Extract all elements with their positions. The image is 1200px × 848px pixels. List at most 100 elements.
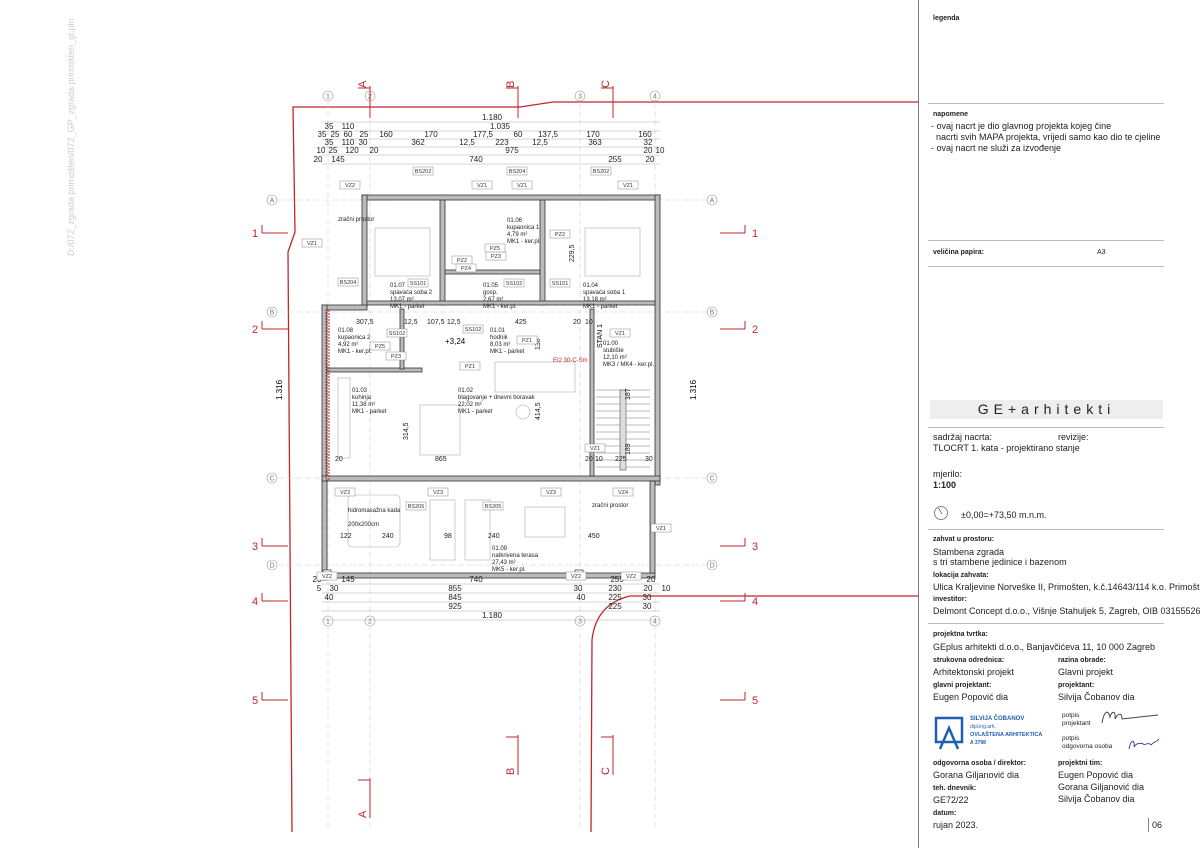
bed — [374, 227, 431, 277]
sun-lounger — [429, 499, 456, 561]
tag-text: VZ1 — [623, 183, 633, 189]
dimension-text: 138 — [535, 338, 542, 350]
grid-bubble — [322, 615, 334, 627]
dimension-text: 229,5 — [569, 244, 576, 262]
room-name: spavaća soba 1 — [583, 290, 626, 296]
dimension-text: 177,5 — [473, 130, 494, 139]
grid-column-label: 4 — [653, 619, 657, 626]
dimension-text: 60 — [344, 130, 353, 139]
wall — [589, 308, 595, 477]
stamp-number: A 3798 — [970, 740, 986, 746]
tag-text: VZ2 — [322, 574, 332, 580]
element-tag: VZ2 — [316, 571, 338, 581]
sign-label: potpis — [1062, 712, 1080, 719]
tag-text: BS202 — [415, 169, 432, 175]
grid-bubble — [266, 559, 278, 571]
tag-box — [506, 166, 528, 176]
room-number: 01.06 — [507, 218, 523, 224]
room-floor: MK1 - parket — [458, 409, 493, 415]
wall — [321, 304, 368, 311]
section-row-label: 5 — [752, 695, 758, 707]
room-floor: MK5 - ker.pl. — [492, 567, 526, 573]
log-number: GE72/22 — [933, 795, 969, 805]
paper-size-label: veličina papira: — [933, 249, 984, 256]
dimension-text: 255 — [608, 155, 622, 164]
dimension-text: 362 — [411, 138, 425, 147]
dimension-text: 60 — [514, 130, 523, 139]
tag-box — [650, 523, 672, 533]
scale-value: 1:100 — [933, 480, 957, 490]
section-marker-bottom: A — [357, 810, 369, 818]
grid-bubble — [266, 194, 278, 206]
notes-label: napomene — [933, 111, 969, 118]
tag-text: BS205 — [485, 504, 502, 510]
scope-line-2: s tri stambene jedinice i bazenom — [933, 557, 1067, 567]
tag-box — [516, 335, 538, 345]
tag-box — [339, 180, 361, 190]
tag-text: PZ2 — [555, 232, 565, 238]
designer-label: projektant: — [1058, 682, 1095, 689]
room-area: 4,92 m² — [338, 342, 358, 348]
coffee-table — [515, 404, 531, 420]
section-row-label: 2 — [252, 324, 258, 336]
revisions-label: revizije: — [1058, 432, 1089, 442]
responsible-signature — [1128, 738, 1160, 750]
responsible-label: odgovorna osoba / direktor: — [933, 760, 1026, 767]
sign-role: projektant — [1062, 720, 1091, 727]
dimension-text: 20 — [370, 146, 379, 155]
section-marker-top: A — [357, 80, 369, 88]
tag-text: PZ1 — [522, 338, 532, 344]
drawing-content: TLOCRT 1. kata - projektirano stanje — [933, 443, 1080, 453]
dimension-text: 223 — [495, 138, 509, 147]
dimension-text: 40 — [577, 593, 586, 602]
grid-bubble — [266, 472, 278, 484]
room-number: 01.02 — [458, 388, 474, 394]
dimension-text: 25 — [331, 130, 340, 139]
tag-box — [549, 278, 571, 288]
room-area: 4,79 m² — [507, 232, 527, 238]
dimension-text: 1.035 — [490, 122, 511, 131]
element-tag: BS205 — [405, 501, 427, 511]
right-total-dimension: 1.316 — [689, 379, 698, 400]
dimension-text: 30 — [359, 138, 368, 147]
room-floor: MK1 - ker.pl. — [507, 239, 541, 245]
wall — [361, 194, 661, 201]
room-name: kupaonica 2 — [338, 335, 371, 341]
dimension-text: 975 — [505, 146, 519, 155]
element-tag: VZ2 — [565, 571, 587, 581]
element-tag: SS101 — [407, 278, 429, 288]
grid-row-label: D — [269, 563, 274, 570]
room-floor: MK1 - parket — [390, 304, 425, 310]
dimension-text: 865 — [435, 456, 447, 463]
dimension-text: 363 — [588, 138, 602, 147]
tag-box — [301, 238, 323, 248]
room-floor: MK1 - ker.pl. — [483, 304, 517, 310]
grid-bubble — [706, 306, 718, 318]
tag-box — [386, 328, 408, 338]
tag-text: PZ5 — [490, 246, 500, 252]
dimension-text: 10 — [595, 456, 603, 463]
north-clock-icon — [934, 506, 948, 520]
room-area: 12,10 m² — [603, 355, 627, 361]
tag-box — [617, 180, 639, 190]
element-tag: VZ3 — [540, 487, 562, 497]
room-number: 01.04 — [583, 283, 599, 289]
dimension-text: 20 — [644, 584, 653, 593]
tag-text: VZ4 — [618, 490, 628, 496]
tag-box — [549, 229, 571, 239]
divider — [928, 427, 1164, 428]
room-number: 01.00 — [603, 341, 619, 347]
sign-role: odgovorna osoba — [1062, 743, 1113, 750]
chief-designer-label: glavni projektant: — [933, 682, 992, 689]
discipline-label: strukovna odrednica: — [933, 657, 1005, 664]
tag-text: PZ4 — [461, 266, 471, 272]
elevation-reference: ±0,00=+73,50 m.n.m. — [961, 510, 1047, 520]
room-name: kuhinja — [352, 395, 372, 401]
team-label: projektni tim: — [1058, 760, 1103, 767]
